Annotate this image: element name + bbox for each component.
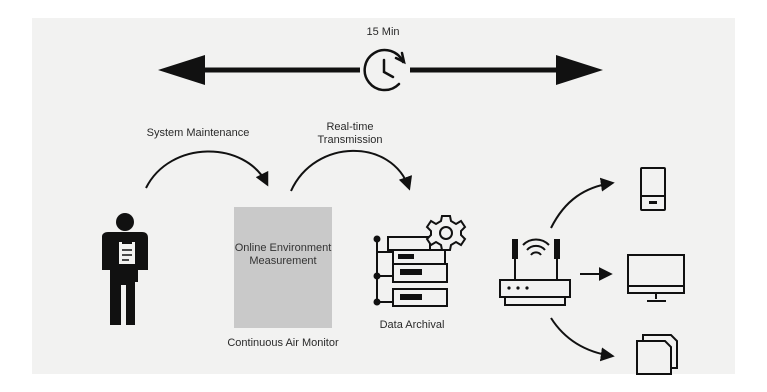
documents-icon <box>636 334 678 375</box>
diagram-panel <box>32 18 735 374</box>
person-clipboard-icon <box>102 213 148 325</box>
monitor-box-text: Online Environment Measurement <box>234 242 332 267</box>
to-phone-arrow <box>550 177 615 229</box>
mobile-phone-icon <box>640 167 666 211</box>
right-timeline-arrow <box>410 55 603 85</box>
desktop-monitor-icon <box>627 254 685 302</box>
realtime-label: Real-time Transmission <box>317 121 383 146</box>
monitor-caption: Continuous Air Monitor <box>227 337 339 349</box>
wifi-router-icon <box>499 238 571 306</box>
interval-label: 15 Min <box>366 26 400 38</box>
clock-refresh-icon <box>363 48 406 92</box>
maintenance-label: System Maintenance <box>146 127 250 139</box>
to-documents-arrow <box>550 317 615 362</box>
realtime-curve-arrow <box>290 149 413 192</box>
left-timeline-arrow <box>158 55 360 85</box>
monitor-box <box>234 207 332 328</box>
server-gear-icon <box>373 215 467 307</box>
archive-caption: Data Archival <box>379 319 445 331</box>
maintenance-curve-arrow <box>145 150 269 189</box>
